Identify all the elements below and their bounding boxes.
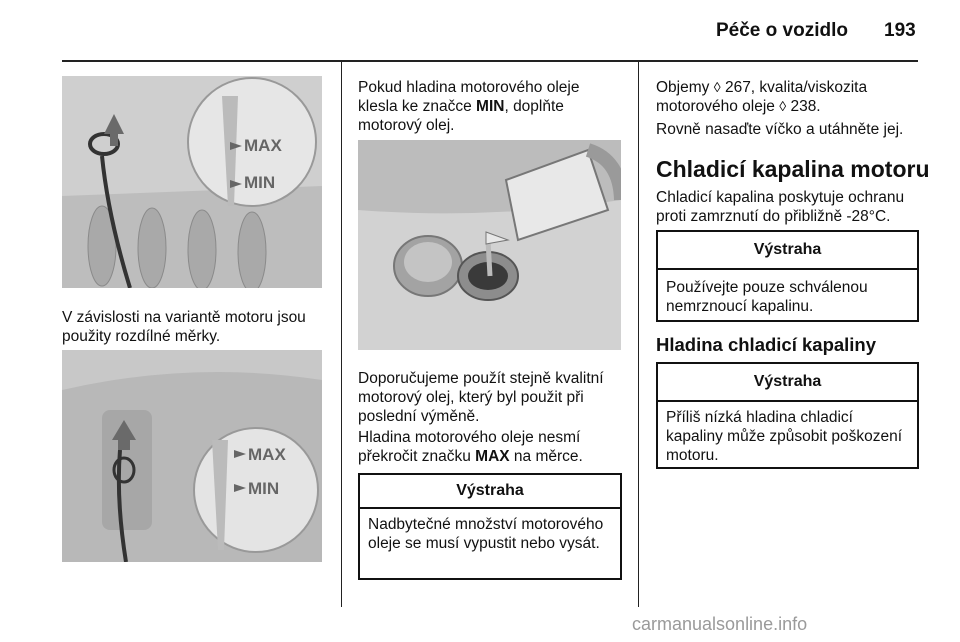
warning-box-oil: Výstraha Nadbytečné množství motorového … xyxy=(358,473,622,580)
warning-title: Výstraha xyxy=(658,364,917,402)
coolant-heading: Chladicí kapalina motoru xyxy=(656,156,930,182)
coolant-paragraph: Chladicí kapalina poskytuje ochranu prot… xyxy=(656,189,905,225)
oil-refill-paragraph: Pokud hladina motorového oleje klesla ke… xyxy=(358,79,580,134)
oil-quality-paragraph: Doporučujeme použít stejně kvalitní moto… xyxy=(358,370,604,425)
warning-box-antifreeze: Výstraha Používejte pouze schválenou nem… xyxy=(656,230,919,322)
oil-max-paragraph: Hladina motorového oleje nesmí překročit… xyxy=(358,429,583,465)
column-divider-2 xyxy=(638,62,639,607)
crossref-icon: ◊ xyxy=(713,79,721,95)
max-label: MAX xyxy=(244,136,282,155)
min-label-2: MIN xyxy=(248,479,279,498)
oil-pour-illustration xyxy=(358,140,621,350)
dipstick-illustration-1: MAX MIN xyxy=(62,76,322,288)
warning-body: Používejte pouze schválenou nemrznoucí k… xyxy=(666,279,868,315)
watermark: carmanualsonline.info xyxy=(632,614,808,634)
crossref-icon-2: ◊ xyxy=(779,98,787,114)
page-number: 193 xyxy=(884,20,916,41)
header-rule xyxy=(62,60,918,62)
column-divider-1 xyxy=(341,62,342,607)
warning-title: Výstraha xyxy=(658,232,917,270)
oil-volume-paragraph: Objemy ◊ 267, kvalita/viskozita motorové… xyxy=(656,79,868,115)
dipstick-illustration-2: MAX MIN xyxy=(62,350,322,562)
warning-box-coolant-level: Výstraha Příliš nízká hladina chladicí k… xyxy=(656,362,919,469)
warning-body: Nadbytečné množství motorového oleje se … xyxy=(368,516,604,552)
warning-title: Výstraha xyxy=(360,475,620,509)
min-label: MIN xyxy=(244,173,275,192)
dipstick-caption: V závislosti na variantě motoru jsou pou… xyxy=(62,309,306,345)
coolant-level-subheading: Hladina chladicí kapaliny xyxy=(656,334,877,355)
max-label-2: MAX xyxy=(248,445,286,464)
page-header-title: Péče o vozidlo xyxy=(716,20,848,41)
warning-body: Příliš nízká hladina chladicí kapaliny m… xyxy=(666,409,903,464)
cap-paragraph: Rovně nasaďte víčko a utáhněte jej. xyxy=(656,121,904,138)
